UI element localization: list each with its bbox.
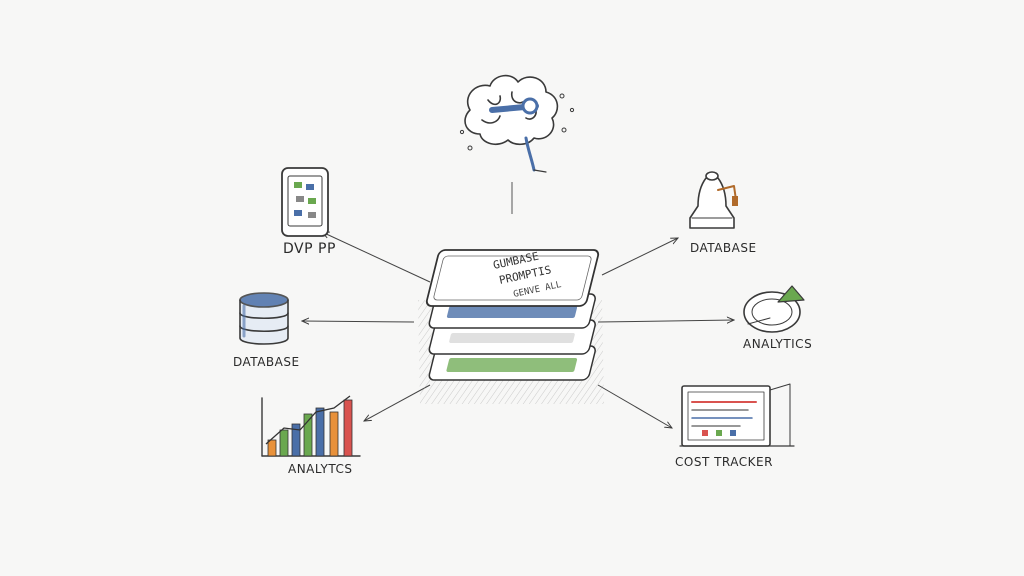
- label-cost-tracker: COST TRACKER: [675, 455, 773, 469]
- monitor-icon: [679, 383, 795, 447]
- brain-icon: [459, 74, 575, 173]
- connector-app: [322, 232, 431, 283]
- bell-icon: [689, 171, 738, 229]
- connector-analytics-left: [364, 384, 431, 421]
- label-analytics-right: ANALYTICS: [743, 337, 813, 351]
- label-app: DVP PP: [283, 241, 336, 257]
- label-database-right: DATABASE: [690, 241, 757, 255]
- connector-database-left: [302, 321, 415, 322]
- hub-layer-1: [425, 249, 600, 307]
- database-icon: [239, 292, 289, 345]
- hub-stack: GUMBASE PROMPTIS GENVE ALL: [418, 249, 604, 404]
- label-database-left: DATABASE: [233, 355, 300, 369]
- connector-database-right: [601, 238, 678, 276]
- pie-chart-icon: [743, 285, 805, 333]
- connector-cost-tracker: [597, 384, 672, 428]
- connectors: [302, 182, 734, 428]
- connector-analytics-right: [597, 320, 734, 322]
- phone-icon: [281, 167, 329, 237]
- label-analytics-left: ANALYTCS: [288, 462, 353, 476]
- bar-chart-icon: [261, 395, 361, 457]
